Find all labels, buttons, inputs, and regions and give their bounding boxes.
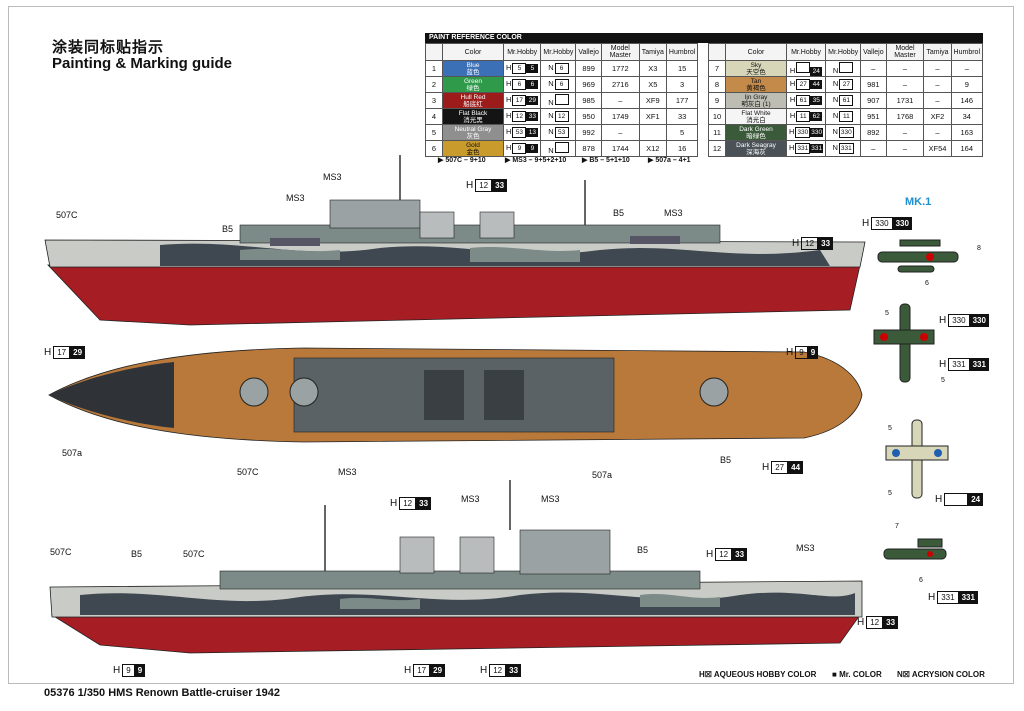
col-header: Mr.Hobby <box>825 43 862 61</box>
mix-formula: ▶ MS3 – 9+5+2+10 <box>505 157 567 164</box>
color-callout: 507C <box>183 549 205 559</box>
ship-profile-port <box>49 480 863 654</box>
mix-formula: ▶ 507C – 9+10 <box>438 157 486 164</box>
aircraft-folded-view <box>883 538 947 560</box>
col-header <box>425 43 443 61</box>
legend-acrysion: N☒ ACRYSION COLOR <box>897 670 985 679</box>
col-header: Mr.Hobby <box>540 43 577 61</box>
aircraft-callout: 6 <box>919 577 923 584</box>
color-callout: 507C <box>50 547 72 557</box>
mix-formula: ▶ B5 – 5+1+10 <box>582 157 630 164</box>
color-callout: B5 <box>222 224 234 234</box>
title-chinese: 涂装同标贴指示 <box>52 39 165 56</box>
col-header: Humbrol <box>665 43 699 61</box>
aircraft-callout: 5 <box>888 490 892 497</box>
aircraft-callout: 5 <box>888 425 892 432</box>
col-header: Mr.Hobby <box>785 43 827 61</box>
col-header: Tamiya <box>923 43 952 61</box>
col-header: Color <box>442 43 504 61</box>
col-header: Vallejo <box>575 43 602 61</box>
aircraft-top-view <box>873 303 935 383</box>
color-callout: 507a <box>592 470 613 480</box>
color-callout: MS3 <box>323 172 342 182</box>
legend-mr-color: ■ Mr. COLOR <box>832 670 882 679</box>
color-callout: B5 <box>637 545 649 555</box>
color-callout: B5 <box>720 455 732 465</box>
aircraft-callout: 5 <box>885 310 889 317</box>
color-callout: MS3 <box>286 193 305 203</box>
mix-formula: ▶ 507a – 4+1 <box>648 157 691 164</box>
aircraft-title: MK.1 <box>905 196 932 208</box>
aircraft-callout: 7 <box>895 523 899 530</box>
col-header: Vallejo <box>860 43 887 61</box>
page-frame <box>8 6 1014 684</box>
color-callout: MS3 <box>664 208 683 218</box>
color-callout: 507C <box>237 467 259 477</box>
col-header: Model Master <box>885 43 925 61</box>
col-header: Mr.Hobby <box>502 43 542 61</box>
color-callout: B5 <box>613 208 625 218</box>
aircraft-callout: 6 <box>925 280 929 287</box>
color-callout: MS3 <box>338 467 357 477</box>
aircraft-underside-view <box>885 419 949 499</box>
paint-reference-header: PAINT REFERENCE COLOR <box>425 33 983 43</box>
col-header: Color <box>725 43 787 61</box>
col-header <box>708 43 726 61</box>
color-callout: MS3 <box>461 494 480 504</box>
color-callout: MS3 <box>796 543 815 553</box>
color-callout: B5 <box>131 549 143 559</box>
title-english: Painting & Marking guide <box>52 55 233 72</box>
kit-title: 05376 1/350 HMS Renown Battle-cruiser 19… <box>44 687 281 699</box>
ship-deck-plan <box>48 347 863 443</box>
aircraft-callout: 8 <box>977 245 981 252</box>
ship-profile-starboard <box>44 155 866 326</box>
aircraft-callout: 5 <box>941 377 945 384</box>
aircraft-side-view <box>877 239 959 273</box>
color-callout: MS3 <box>541 494 560 504</box>
col-header: Tamiya <box>638 43 667 61</box>
col-header: Humbrol <box>950 43 984 61</box>
color-callout: 507C <box>56 210 78 220</box>
col-header: Model Master <box>600 43 640 61</box>
color-callout: 507a <box>62 448 83 458</box>
legend-aqueous: H☒ AQUEOUS HOBBY COLOR <box>699 670 817 679</box>
